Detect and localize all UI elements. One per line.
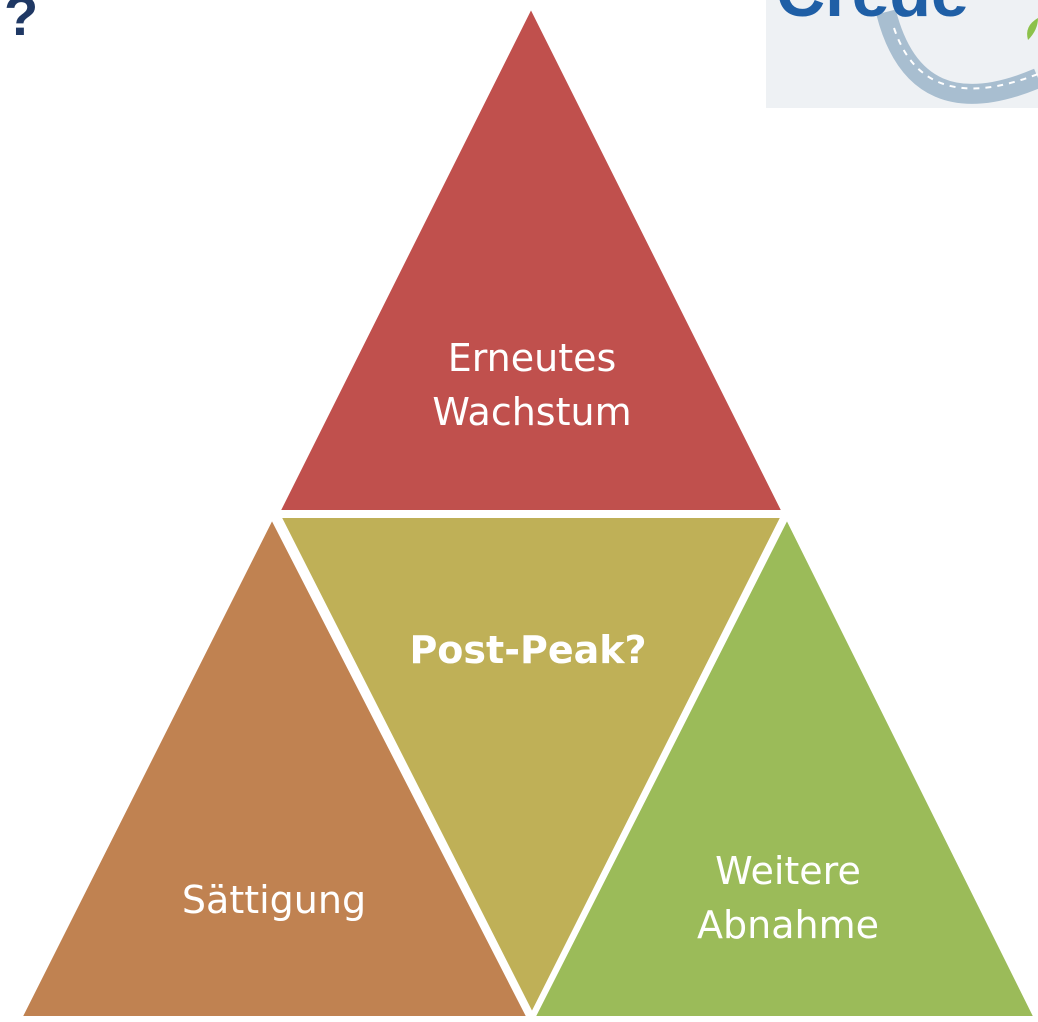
logo-graphic: Crede: [766, 0, 1038, 108]
triangle-saettigung: [18, 515, 531, 1020]
label-top-line-2: Wachstum: [432, 390, 631, 434]
triangle-weitere-abnahme: [531, 515, 1038, 1020]
label-center: Post-Peak?: [409, 628, 646, 672]
logo-arc-dashes: [893, 27, 1038, 90]
label-right-line-1: Weitere: [715, 849, 861, 893]
logo-leaf-icon: [1027, 18, 1038, 40]
triangle-erneutes-wachstum: [276, 4, 786, 514]
logo-arc: [876, 9, 1038, 104]
company-logo: Crede: [766, 0, 1038, 108]
label-right-line-2: Abnahme: [697, 903, 879, 947]
label-top-line-1: Erneutes: [448, 336, 617, 380]
title-fragment: ?: [4, 0, 39, 47]
logo-text: Crede: [776, 0, 969, 31]
label-left: Sättigung: [182, 878, 366, 922]
triangle-post-peak: [277, 514, 785, 1017]
